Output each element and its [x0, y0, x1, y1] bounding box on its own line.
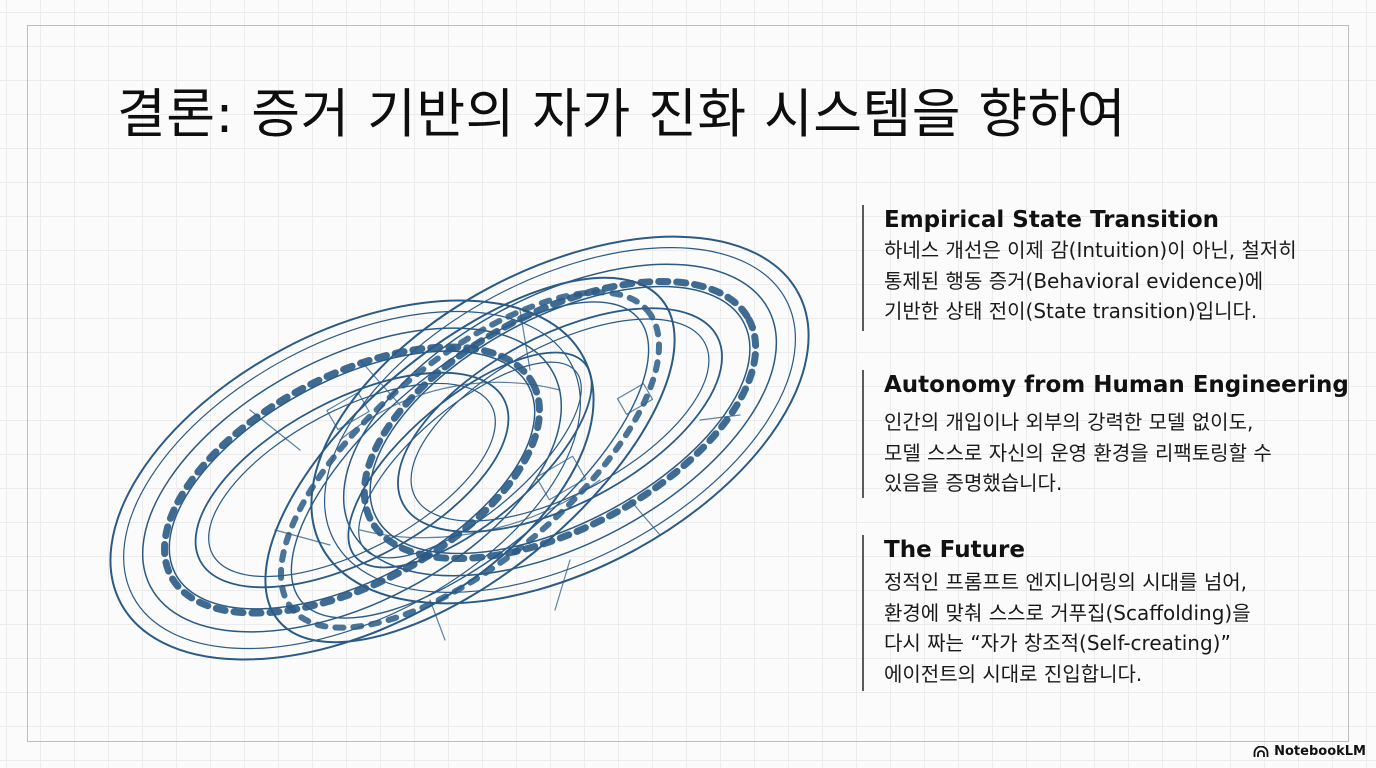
section-autonomy: Autonomy from Human Engineering 인간의 개입이나… [862, 370, 1349, 498]
slide-frame [27, 25, 1349, 742]
section-text-line: 다시 짜는 “자가 창조적(Self-creating)” [884, 631, 1231, 655]
section-heading: The Future [884, 537, 1025, 563]
left-gear-ring [109, 299, 595, 661]
section-text-line: 정적인 프롬프트 엔지니어링의 시대를 넘어, [884, 570, 1247, 594]
section-heading: Autonomy from Human Engineering [884, 372, 1349, 398]
interlocking-gear-rings-icon [109, 235, 810, 661]
section-text-line: 환경에 맞춰 스스로 거푸집(Scaffolding)을 [884, 600, 1251, 625]
section-heading: Empirical State Transition [884, 207, 1220, 233]
section-text-line: 모델 스스로 자신의 운영 환경을 리팩토링할 수 [884, 440, 1272, 465]
section-empirical-state-transition: Empirical State Transition 하네스 개선은 이제 감(… [862, 205, 1322, 331]
section-text-line: 하네스 개선은 이제 감(Intuition)이 아닌, 철저히 [884, 238, 1297, 262]
brand-label: NotebookLM [1274, 744, 1366, 759]
central-gear-band [264, 276, 676, 644]
section-text-line: 기반한 상태 전이(State transition)입니다. [884, 299, 1258, 323]
section-text-line: 통제된 행동 증거(Behavioral evidence)에 [884, 268, 1264, 293]
notebooklm-logo-icon [1253, 745, 1269, 757]
section-text-line: 인간의 개입이나 외부의 강력한 모델 없이도, [884, 410, 1254, 434]
brand-watermark: NotebookLM [1253, 744, 1366, 759]
section-the-future: The Future 정적인 프롬프트 엔지니어링의 시대를 넘어, 환경에 맞… [862, 535, 1322, 691]
section-text-line: 에이전트의 시대로 진입합니다. [884, 661, 1143, 686]
section-text-line: 있음을 증명했습니다. [884, 471, 1063, 495]
slide-title: 결론: 증거 기반의 자가 진화 시스템을 향하여 [117, 84, 1127, 145]
